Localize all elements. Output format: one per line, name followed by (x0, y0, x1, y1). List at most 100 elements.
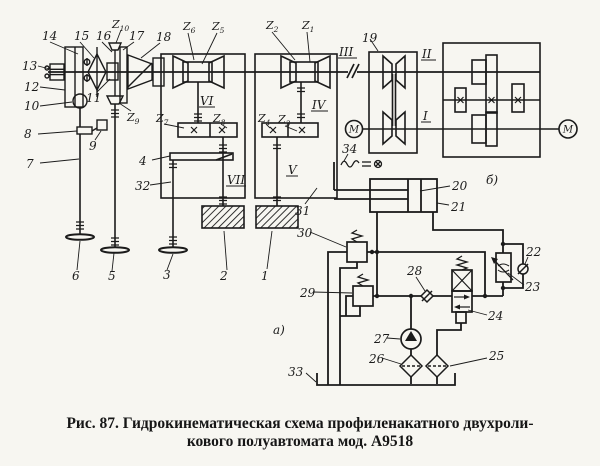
pump-arrow (405, 331, 417, 341)
worm-13 (49, 63, 65, 81)
label-29: 29 (299, 286, 316, 300)
gear-block-z7-z8 (177, 122, 238, 138)
handwheel-5[interactable] (100, 246, 130, 254)
label-12: 12 (24, 80, 39, 94)
label-7: 7 (26, 157, 34, 171)
coupling (152, 57, 165, 87)
label-3: 3 (163, 268, 171, 282)
motor-right (558, 119, 578, 139)
work-rollers (201, 205, 299, 229)
motor-left-label: М (348, 125, 360, 136)
spring (454, 255, 470, 271)
label-23: 23 (524, 280, 541, 294)
throttle-23 (491, 252, 514, 283)
gearbox-vi (158, 53, 246, 254)
label-shaft-vii: VII (227, 173, 245, 187)
label-19: 19 (362, 31, 378, 45)
gear-labels: Z10 Z9 Z6 Z5 Z2 Z1 Z7 Z8 Z4 Z3 (111, 18, 314, 128)
label-17: 17 (129, 29, 145, 43)
label-z3: Z3 (277, 113, 291, 128)
latch-8 (76, 126, 93, 135)
label-34: 34 (342, 142, 357, 156)
caption-line-1: Рис. 87. Гидрокинематическая схема профи… (66, 415, 533, 432)
label-z6: Z6 (182, 20, 196, 35)
label-shaft-v: V (288, 163, 298, 177)
bracket-12 (64, 46, 84, 108)
label-z7: Z7 (155, 112, 169, 127)
belt-drive-19 (344, 51, 540, 154)
caption-line-2: кового полуавтомата мод. А9518 (187, 433, 414, 450)
label-16: 16 (96, 29, 112, 43)
slide-block-11 (106, 62, 119, 81)
label-22: 22 (525, 245, 541, 259)
copier-bar-4 (169, 152, 234, 161)
variator-flange-z6 (172, 54, 189, 90)
label-shaft-iii: III (338, 45, 353, 59)
flow-arrow (464, 294, 470, 300)
check-valve-28 (419, 288, 435, 304)
handwheel-shafts (65, 104, 130, 254)
label-25: 25 (488, 349, 504, 363)
variator-core-z1 (289, 61, 319, 83)
tank-33 (316, 373, 456, 386)
figure-caption: Рис. 87. Гидрокинематическая схема профи… (66, 415, 533, 450)
label-4: 4 (138, 154, 147, 168)
hydraulic-cylinder (333, 162, 438, 213)
main-shaft (48, 63, 540, 79)
label-11: 11 (86, 91, 101, 105)
bevel-gear-z9 (105, 95, 125, 105)
variator-flange-z2 (280, 54, 297, 90)
label-z10: Z10 (111, 18, 129, 33)
label-z1: Z1 (301, 19, 314, 34)
label-view-b: б) (486, 173, 498, 187)
junction-dots (369, 241, 506, 299)
label-2: 2 (219, 269, 228, 283)
label-shaft-ii: II (421, 47, 432, 61)
bevel-gear-z10 (107, 42, 123, 51)
label-shaft-iv: IV (311, 98, 327, 112)
label-z9: Z9 (126, 111, 140, 126)
label-6: 6 (72, 269, 80, 283)
pump-27 (400, 328, 422, 350)
label-33: 33 (288, 365, 304, 379)
shaft-labels: III II I VI IV VII V М М (200, 45, 574, 187)
variator-flange (314, 54, 331, 90)
label-14: 14 (42, 29, 57, 43)
label-13: 13 (22, 59, 38, 73)
label-32: 32 (135, 179, 150, 193)
part-labels: 14 15 16 17 18 13 12 10 11 8 9 7 19 4 32… (22, 29, 541, 379)
label-24: 24 (487, 309, 503, 323)
label-z4: Z4 (257, 112, 271, 127)
lubricator-34 (340, 159, 383, 169)
cylinder-21 (369, 178, 438, 213)
leader-lines (37, 29, 529, 383)
relief-valve-30 (346, 229, 368, 263)
label-9: 9 (89, 139, 97, 153)
relief-valve-29 (352, 273, 374, 307)
variator-flange (208, 54, 225, 90)
label-view-a: а) (273, 323, 285, 337)
handwheel-6[interactable] (65, 233, 95, 241)
label-8: 8 (24, 127, 32, 141)
label-z8: Z8 (212, 112, 226, 127)
label-31: 31 (295, 204, 310, 218)
stop-9 (96, 119, 108, 131)
label-18: 18 (156, 30, 172, 44)
filter-26 (398, 353, 424, 379)
label-26: 26 (368, 352, 385, 366)
roman-underlines (199, 57, 436, 187)
adjust-arrow (491, 257, 498, 264)
handwheel-3[interactable] (158, 246, 188, 254)
directional-valve-24 (451, 255, 473, 324)
spring (350, 229, 365, 243)
label-30: 30 (297, 226, 313, 240)
label-27: 27 (373, 332, 390, 346)
filter-25 (424, 353, 450, 379)
roller-1 (255, 205, 299, 229)
label-21: 21 (450, 200, 466, 214)
gear-block-z4-z3 (261, 122, 319, 138)
label-shaft-i: I (422, 109, 428, 123)
gearbox-iv (254, 53, 338, 206)
